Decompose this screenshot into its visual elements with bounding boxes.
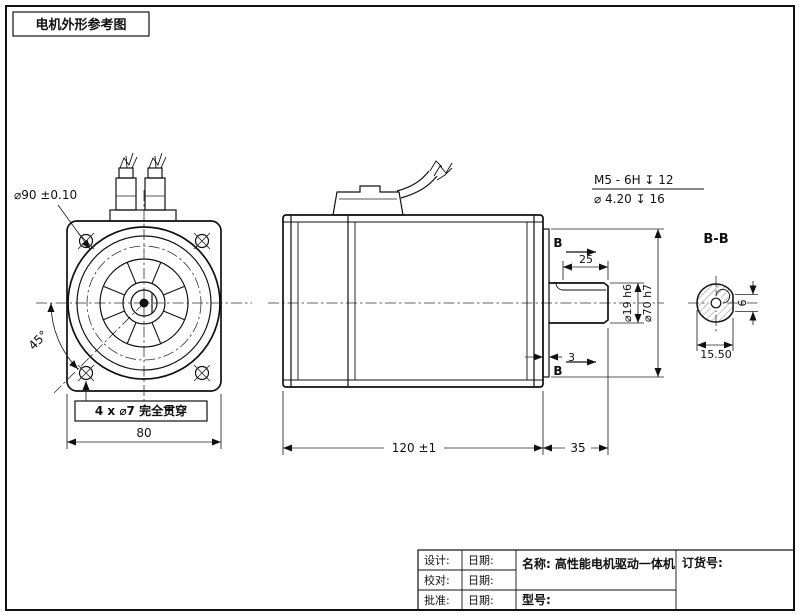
- thread-arc: [715, 288, 731, 304]
- dim-shaft-dia: ⌀19 h6: [621, 284, 634, 322]
- terminal-housing: [332, 160, 453, 216]
- shaft-outline: [548, 282, 609, 324]
- front-view: ⌀90 ±0.10 45° 4 x ⌀7 完全贯穿 80: [14, 152, 252, 449]
- shaft-center: [139, 298, 149, 308]
- dim-key-length: 25: [579, 253, 593, 266]
- cable-connectors: [109, 152, 177, 222]
- holes-note: 4 x ⌀7 完全贯穿: [95, 403, 187, 418]
- shaft-keyway: [555, 282, 606, 291]
- date-label-2: 日期:: [468, 574, 494, 587]
- pilot-thickness-dim: 3: [525, 351, 575, 364]
- cooling-spokes: [103, 262, 185, 344]
- thread-callout: M5 - 6H ↧ 12 ⌀ 4.20 ↧ 16: [592, 173, 704, 206]
- flat-length-dim: 15.50: [696, 310, 734, 361]
- page-title: 电机外形参考图: [35, 17, 126, 33]
- shaft-length-dim: 35: [543, 328, 609, 455]
- product-name-value: 高性能电机驱动一体机: [555, 556, 675, 571]
- motor-body-outline: [282, 214, 544, 388]
- title-block: 设计: 日期: 校对: 日期: 批准: 日期: 名称: 高性能电机驱动一体机 型号…: [417, 549, 795, 611]
- dim-pilot-thickness: 3: [568, 351, 575, 364]
- dim-shaft-length: 35: [570, 441, 585, 455]
- section-mark-top: B: [553, 236, 562, 250]
- angle-dim-arc: [47, 302, 79, 370]
- date-label-3: 日期:: [468, 594, 494, 607]
- shaft-dia-dim: ⌀19 h6: [610, 282, 644, 324]
- thread-callout-line1: M5 - 6H ↧ 12: [594, 173, 674, 187]
- dim-flange-circle: ⌀90 ±0.10: [14, 188, 77, 202]
- thread-callout-line2: ⌀ 4.20 ↧ 16: [594, 192, 665, 206]
- front-width-dim: 80: [66, 394, 222, 449]
- pilot-dia-dim: ⌀70 h7: [551, 228, 664, 378]
- dim-flat-length: 15.50: [700, 348, 732, 361]
- date-label-1: 日期:: [468, 554, 494, 567]
- mounting-holes: [77, 232, 211, 382]
- section-marks: B B: [553, 236, 596, 378]
- section-label: B-B: [703, 232, 728, 247]
- flange-dim-leader: [57, 204, 91, 250]
- key-length-dim: 25: [562, 253, 609, 280]
- dim-angle: 45°: [26, 328, 51, 353]
- model-label: 型号:: [522, 592, 551, 607]
- cable: [400, 175, 438, 199]
- drawing-title-box: 电机外形参考图: [12, 11, 150, 37]
- section-view: B-B 6 15.50: [688, 232, 760, 361]
- product-name-label: 名称:: [522, 556, 551, 571]
- body-length-dim: 120 ±1: [282, 391, 544, 455]
- side-view: B B 25 3 120 ±1: [268, 160, 664, 455]
- body-detail-lines: [283, 215, 543, 387]
- dim-pilot-dia: ⌀70 h7: [641, 284, 654, 322]
- tapped-hole: [710, 297, 722, 309]
- dim-body-length: 120 ±1: [392, 441, 436, 455]
- approver-label: 批准:: [424, 593, 450, 607]
- section-mark-bottom: B: [553, 364, 562, 378]
- sheet-border: [5, 5, 795, 611]
- dim-front-width: 80: [136, 426, 151, 440]
- dim-key-width: 6: [736, 300, 749, 307]
- key-width-dim: 6: [735, 281, 758, 325]
- order-no-label: 订货号:: [682, 555, 723, 570]
- designer-label: 设计:: [424, 554, 450, 567]
- checker-label: 校对:: [424, 573, 450, 587]
- wire-strands-side: [429, 160, 453, 181]
- holes-note-callout: 4 x ⌀7 完全贯穿: [74, 381, 208, 422]
- pilot-boss: [542, 228, 550, 378]
- wire-strands-front: [119, 152, 167, 169]
- product-name: 名称: 高性能电机驱动一体机: [522, 556, 675, 571]
